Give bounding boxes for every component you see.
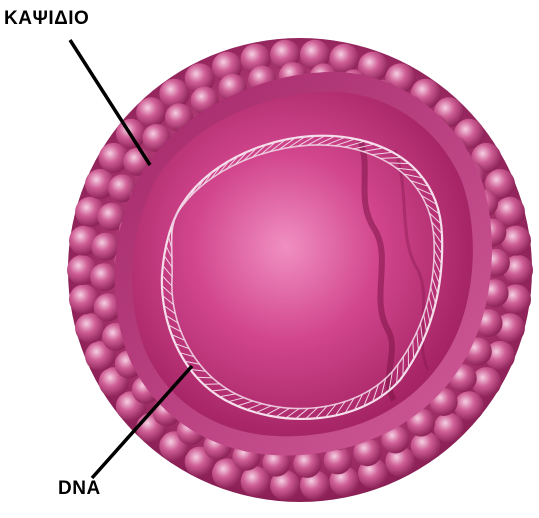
capsid-label: ΚΑΨΙΔΙΟ: [4, 8, 89, 30]
dna-label: DNA: [58, 478, 101, 500]
dna-base-pair: [204, 384, 220, 385]
dna-base-pair: [389, 163, 410, 164]
capsomer-bead: [159, 79, 189, 109]
dna-base-pair: [197, 377, 213, 378]
capsomer-bead: [411, 431, 441, 461]
dna-base-pair: [403, 357, 404, 377]
capsomer-bead: [90, 263, 118, 291]
